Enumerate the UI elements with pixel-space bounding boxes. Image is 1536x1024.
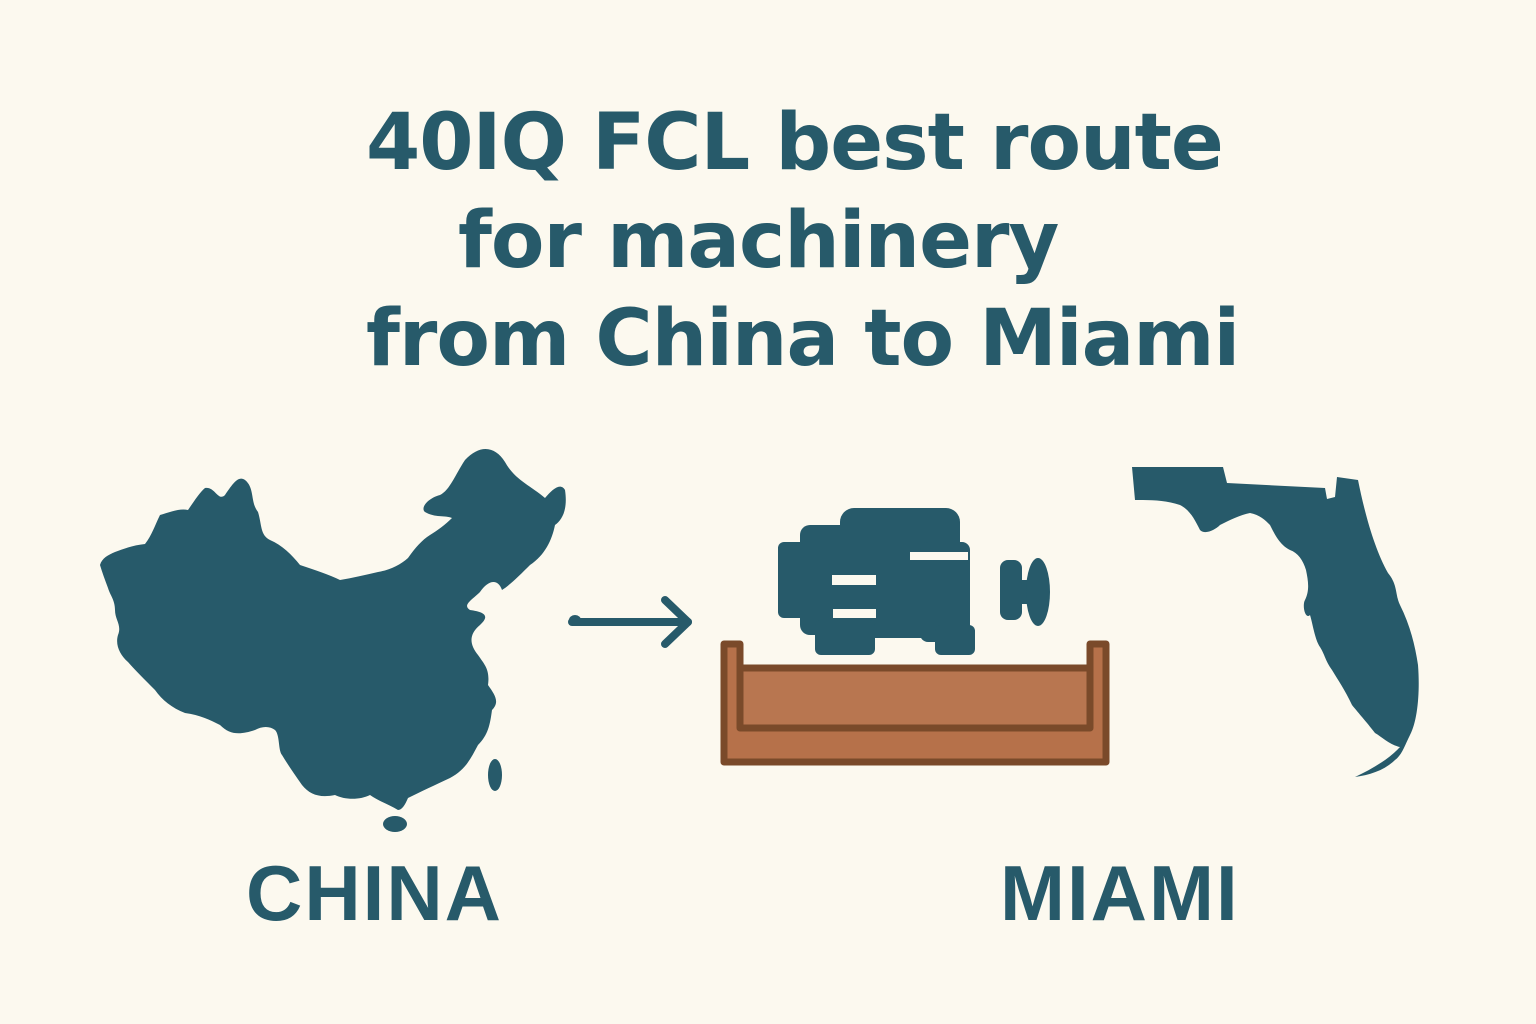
title-line-1: 40IQ FCL best route [366,98,1224,188]
title-line-3: from China to Miami [366,294,1240,384]
wooden-crate-icon [720,640,1110,766]
arrow-right-icon [568,596,692,648]
florida-map-icon [1132,467,1419,777]
title-line-2: for machinery [458,196,1059,286]
china-map-icon [100,448,581,832]
destination-label: MIAMI [1000,849,1240,937]
origin-label: CHINA [246,849,503,937]
machinery-engine-icon [778,508,1050,655]
